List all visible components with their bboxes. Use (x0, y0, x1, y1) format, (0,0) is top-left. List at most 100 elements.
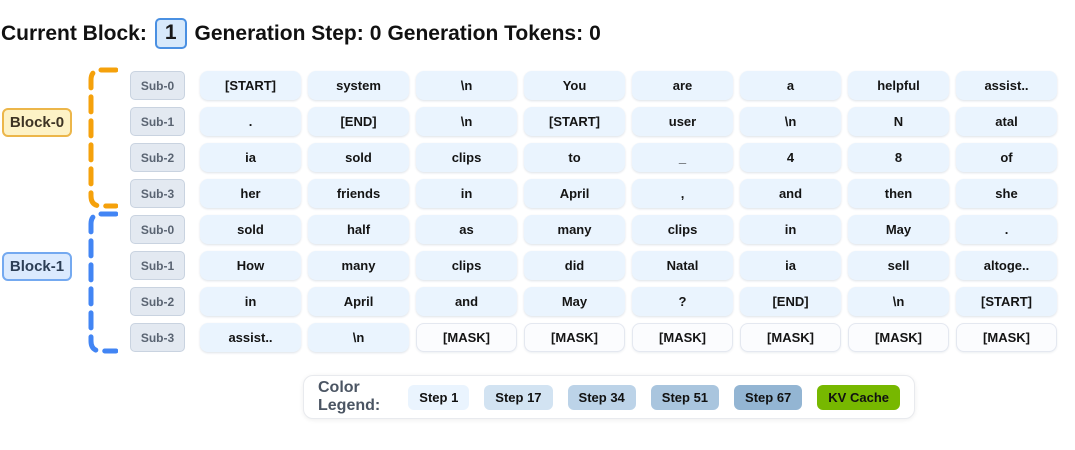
legend-items: Step 1 Step 17 Step 34 Step 51 Step 67 KV Cac… (408, 384, 900, 410)
token-cell: and (740, 179, 841, 208)
token-cell: clips (416, 143, 517, 172)
current-block-label: Current Block: (1, 21, 147, 45)
token-cell: her (200, 179, 301, 208)
token-cell: . (956, 215, 1057, 244)
token-cell: many (524, 215, 625, 244)
token-cell: 8 (848, 143, 949, 172)
token-cell: How (200, 251, 301, 280)
token-cell: assist.. (956, 71, 1057, 100)
block-0-label: Block-0 (2, 108, 72, 137)
token-cell: \n (416, 71, 517, 100)
token-cell: \n (848, 287, 949, 316)
token-cell: . (200, 107, 301, 136)
status-header: Current Block: 1 Generation Step: 0 Gene… (1, 18, 601, 49)
token-cell: , (632, 179, 733, 208)
token-cell: of (956, 143, 1057, 172)
token-cell: Natal (632, 251, 733, 280)
color-legend: Color Legend: Step 1 Step 17 Step 34 Step 5… (303, 375, 915, 419)
mask-token-cell: [MASK] (416, 323, 517, 352)
token-cell: friends (308, 179, 409, 208)
token-cell: to (524, 143, 625, 172)
block-1-bracket (88, 211, 118, 354)
legend-chip: Step 34 (567, 384, 636, 410)
sub-label: Sub-3 (130, 179, 185, 208)
sub-label: Sub-3 (130, 323, 185, 352)
token-cell: ia (200, 143, 301, 172)
token-cell: she (956, 179, 1057, 208)
token-cell: May (524, 287, 625, 316)
token-cell: many (308, 251, 409, 280)
token-cell: as (416, 215, 517, 244)
token-cell: sold (200, 215, 301, 244)
generation-step-label: Generation Step: (194, 21, 364, 45)
token-cell: \n (416, 107, 517, 136)
sub-label: Sub-2 (130, 287, 185, 316)
token-cell: altoge.. (956, 251, 1057, 280)
legend-chip: Step 51 (650, 384, 720, 410)
token-cell: [START] (956, 287, 1057, 316)
token-cell: clips (632, 215, 733, 244)
token-cell: atal (956, 107, 1057, 136)
generation-step-value: 0 (369, 21, 382, 45)
legend-chip: KV Cache (817, 384, 900, 410)
mask-token-cell: [MASK] (740, 323, 841, 352)
token-cell: in (200, 287, 301, 316)
token-cell: May (848, 215, 949, 244)
token-cell: 4 (740, 143, 841, 172)
token-cell: assist.. (200, 323, 301, 352)
generation-tokens-value: 0 (589, 21, 601, 45)
token-cell: user (632, 107, 733, 136)
token-cell: sell (848, 251, 949, 280)
mask-token-cell: [MASK] (956, 323, 1057, 352)
token-cell: in (416, 179, 517, 208)
token-cell: in (740, 215, 841, 244)
token-cell: _ (632, 143, 733, 172)
token-cell: N (848, 107, 949, 136)
generation-tokens-label: Generation Tokens: (387, 21, 584, 45)
token-cell: are (632, 71, 733, 100)
legend-title: Color Legend: (318, 379, 381, 414)
token-cell: [END] (740, 287, 841, 316)
sub-label: Sub-1 (130, 107, 185, 136)
token-cell: [START] (200, 71, 301, 100)
token-cell: [START] (524, 107, 625, 136)
legend-chip: Step 67 (734, 384, 803, 410)
token-cell: half (308, 215, 409, 244)
token-cell: a (740, 71, 841, 100)
token-cell: sold (308, 143, 409, 172)
sub-label: Sub-2 (130, 143, 185, 172)
token-cell: did (524, 251, 625, 280)
token-cell: ia (740, 251, 841, 280)
mask-token-cell: [MASK] (848, 323, 949, 352)
legend-chip: Step 1 (408, 384, 470, 410)
token-cell: helpful (848, 71, 949, 100)
token-cell: \n (308, 323, 409, 352)
sub-label: Sub-1 (130, 251, 185, 280)
token-cell: April (524, 179, 625, 208)
token-cell: and (416, 287, 517, 316)
mask-token-cell: [MASK] (524, 323, 625, 352)
block-1-label: Block-1 (2, 252, 72, 281)
token-cell: system (308, 71, 409, 100)
token-cell: ? (632, 287, 733, 316)
token-cell: \n (740, 107, 841, 136)
token-cell: You (524, 71, 625, 100)
mask-token-cell: [MASK] (632, 323, 733, 352)
legend-chip: Step 17 (484, 384, 553, 410)
block-0-bracket (88, 67, 118, 209)
sub-label: Sub-0 (130, 215, 185, 244)
token-cell: [END] (308, 107, 409, 136)
sub-label: Sub-0 (130, 71, 185, 100)
token-cell: then (848, 179, 949, 208)
